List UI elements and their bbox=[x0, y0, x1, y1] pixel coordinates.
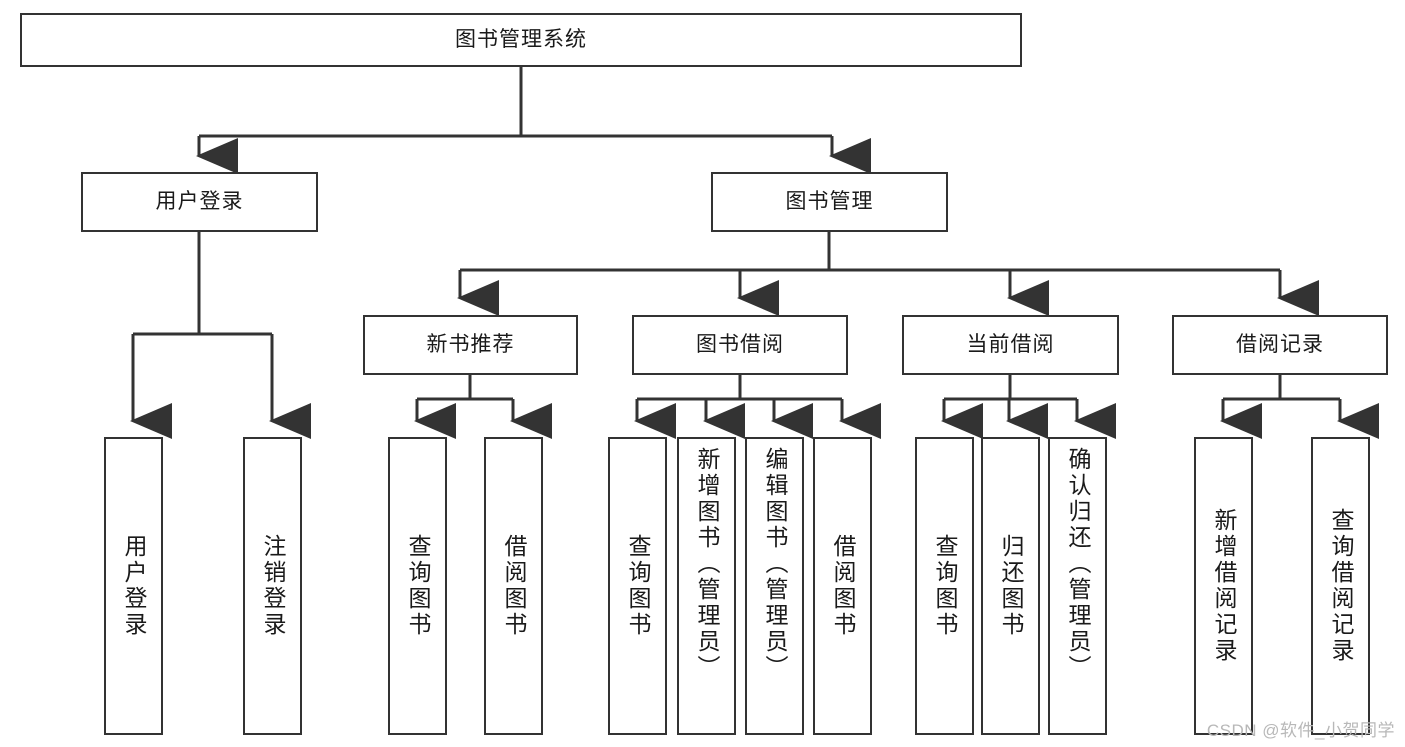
node-leaf-user-login[interactable]: 用户登录 bbox=[104, 437, 163, 735]
node-leaf-add-book-admin[interactable]: 新增图书（管理员） bbox=[677, 437, 736, 735]
node-leaf-query-borrow-record[interactable]: 查询借阅记录 bbox=[1311, 437, 1370, 735]
node-root-label: 图书管理系统 bbox=[455, 27, 587, 51]
node-leaf-return-book[interactable]: 归还图书 bbox=[981, 437, 1040, 735]
node-leaf-query-book-current[interactable]: 查询图书 bbox=[915, 437, 974, 735]
node-borrow-record-label: 借阅记录 bbox=[1236, 332, 1324, 356]
node-leaf-return-book-label: 归还图书 bbox=[998, 534, 1024, 638]
node-current-borrow[interactable]: 当前借阅 bbox=[902, 315, 1119, 375]
node-leaf-borrow-book-recommend[interactable]: 借阅图书 bbox=[484, 437, 543, 735]
node-user-login-label: 用户登录 bbox=[155, 189, 244, 213]
node-leaf-borrow-book-recommend-label: 借阅图书 bbox=[501, 534, 527, 638]
node-new-book-recommend-label: 新书推荐 bbox=[426, 332, 515, 356]
node-leaf-borrow-book-label: 借阅图书 bbox=[830, 534, 856, 638]
node-leaf-query-book-recommend-label: 查询图书 bbox=[405, 534, 431, 638]
node-leaf-confirm-return-admin[interactable]: 确认归还（管理员） bbox=[1048, 437, 1107, 735]
node-book-management[interactable]: 图书管理 bbox=[711, 172, 948, 232]
node-leaf-edit-book-admin-label: 编辑图书（管理员） bbox=[762, 447, 788, 681]
node-leaf-query-book-recommend[interactable]: 查询图书 bbox=[388, 437, 447, 735]
node-book-borrow[interactable]: 图书借阅 bbox=[632, 315, 848, 375]
node-leaf-user-login-label: 用户登录 bbox=[121, 534, 147, 638]
node-leaf-query-book-borrow-label: 查询图书 bbox=[625, 534, 651, 638]
node-user-login[interactable]: 用户登录 bbox=[81, 172, 318, 232]
node-leaf-edit-book-admin[interactable]: 编辑图书（管理员） bbox=[745, 437, 804, 735]
node-book-borrow-label: 图书借阅 bbox=[696, 332, 784, 356]
node-leaf-logout-label: 注销登录 bbox=[260, 534, 286, 638]
csdn-watermark: CSDN @软件_小贺同学 bbox=[1206, 721, 1395, 740]
node-leaf-add-book-admin-label: 新增图书（管理员） bbox=[694, 447, 720, 681]
node-leaf-query-book-current-label: 查询图书 bbox=[932, 534, 958, 638]
node-new-book-recommend[interactable]: 新书推荐 bbox=[363, 315, 578, 375]
node-leaf-add-borrow-record[interactable]: 新增借阅记录 bbox=[1194, 437, 1253, 735]
node-leaf-borrow-book[interactable]: 借阅图书 bbox=[813, 437, 872, 735]
node-leaf-query-book-borrow[interactable]: 查询图书 bbox=[608, 437, 667, 735]
node-book-management-label: 图书管理 bbox=[785, 189, 874, 213]
node-root[interactable]: 图书管理系统 bbox=[20, 13, 1022, 67]
node-leaf-add-borrow-record-label: 新增借阅记录 bbox=[1211, 508, 1237, 664]
node-current-borrow-label: 当前借阅 bbox=[966, 332, 1055, 356]
node-borrow-record[interactable]: 借阅记录 bbox=[1172, 315, 1388, 375]
node-leaf-logout[interactable]: 注销登录 bbox=[243, 437, 302, 735]
node-leaf-confirm-return-admin-label: 确认归还（管理员） bbox=[1065, 447, 1091, 681]
node-leaf-query-borrow-record-label: 查询借阅记录 bbox=[1328, 508, 1354, 664]
